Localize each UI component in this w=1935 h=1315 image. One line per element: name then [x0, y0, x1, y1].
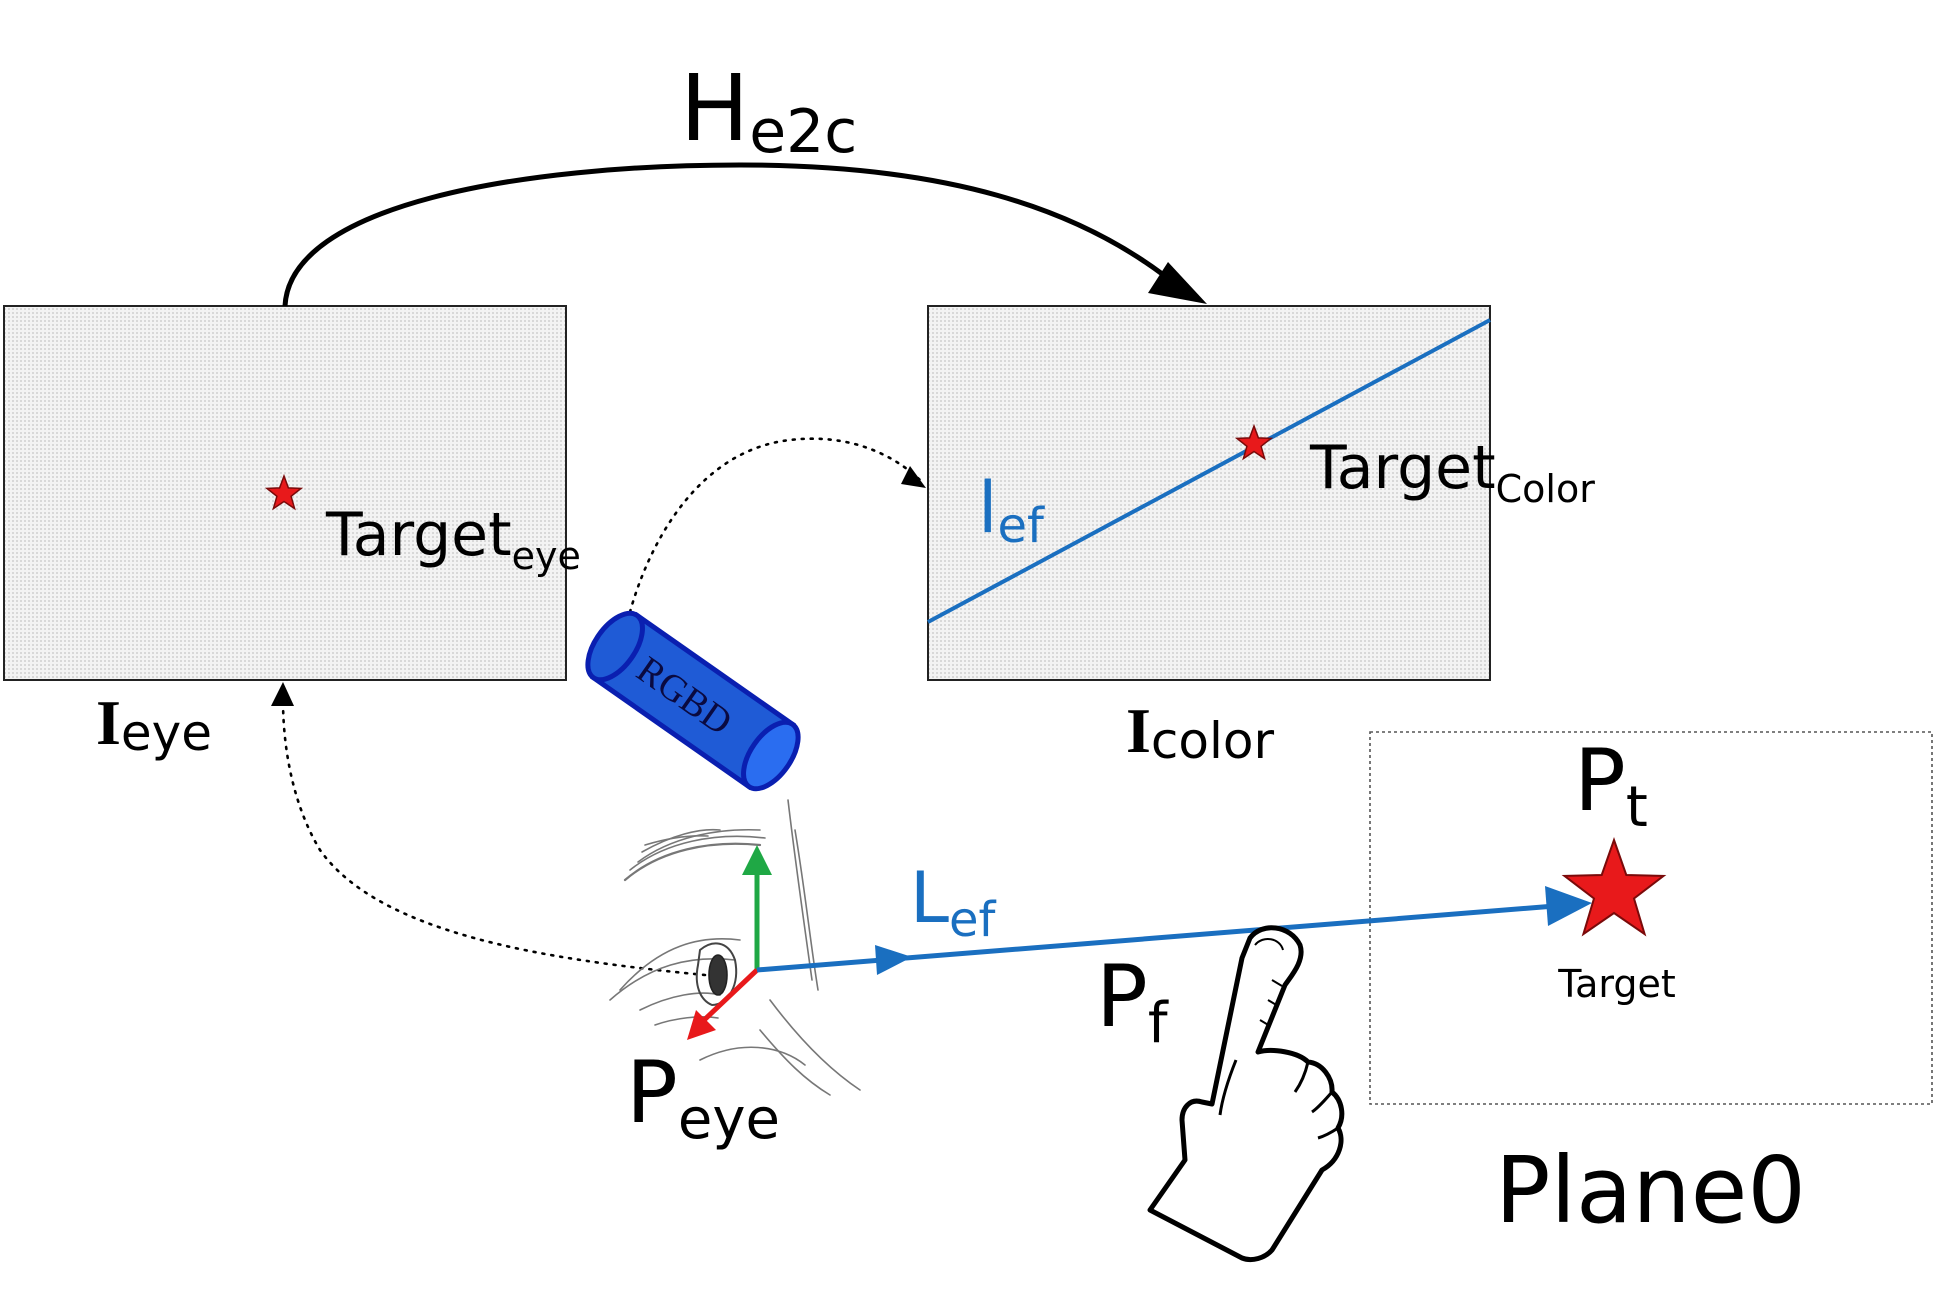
transform-label: He2c — [680, 55, 857, 167]
target-eye-label: Targeteye — [325, 500, 581, 578]
target-color-label: TargetColor — [1309, 433, 1595, 511]
fingertip-label: Pf — [1096, 947, 1169, 1056]
dotted-arc-to-color — [628, 437, 924, 614]
eye-point-label: Peye — [626, 1043, 780, 1152]
l-ef-ray-mid-arrow — [875, 945, 912, 975]
target-eye-star — [264, 473, 304, 511]
eye-image-label: Ieye — [96, 687, 212, 762]
eye-sketch — [609, 799, 861, 1096]
target-star — [1561, 836, 1667, 937]
transform-arc — [282, 162, 1182, 307]
target-caption: Target — [1557, 962, 1676, 1006]
plane0-box — [1369, 731, 1933, 1105]
dotted-arc-to-eye — [281, 698, 707, 977]
l-ef-line — [927, 318, 1491, 624]
dotted-arrowhead-color — [901, 466, 926, 488]
rgbd-camera-icon: RGBD — [585, 610, 801, 792]
target-point-label: Pt — [1574, 731, 1648, 840]
dotted-arrowhead-eye — [271, 682, 294, 706]
l-ef-ray-end-arrow — [1545, 886, 1592, 926]
plane-label: Plane0 — [1495, 1137, 1806, 1244]
eye-axis-forward-head — [687, 1010, 716, 1040]
eye-axis-up-head — [742, 845, 772, 875]
color-image-label: Icolor — [1126, 695, 1274, 770]
transform-arrowhead — [1148, 262, 1207, 304]
l-ef-line-label: lef — [978, 467, 1045, 554]
eye-axis-forward — [700, 968, 759, 1024]
l-ef-ray-label: Lef — [910, 857, 997, 948]
target-color-star — [1234, 423, 1274, 461]
pointing-hand-icon — [1147, 925, 1345, 1263]
